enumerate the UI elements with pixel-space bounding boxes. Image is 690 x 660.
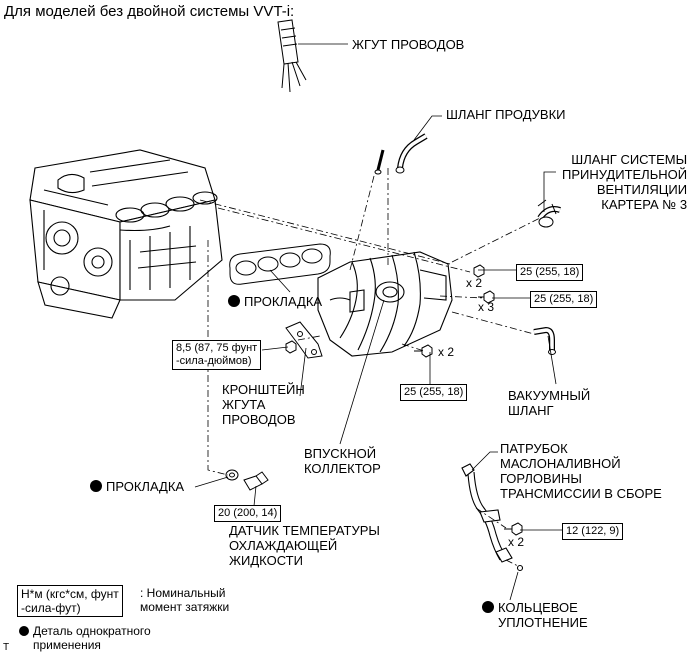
legend-torque-unit-desc: : Номинальный момент затяжки bbox=[140, 586, 230, 614]
label-coolant-sensor: ДАТЧИК ТЕМПЕРАТУРЫ ОХЛАЖДАЮЩЕЙ ЖИДКОСТИ bbox=[229, 523, 380, 568]
torque-box-4: 25 (255, 18) bbox=[400, 384, 468, 401]
torque-box-6: 12 (122, 9) bbox=[562, 523, 624, 540]
leader-lines bbox=[194, 43, 562, 601]
purge-hose-illustration bbox=[374, 133, 428, 175]
multiplier-1: x 2 bbox=[466, 276, 483, 290]
label-bracket: КРОНШТЕЙН ЖГУТА ПРОВОДОВ bbox=[222, 382, 305, 427]
vacuum-hose-illustration bbox=[533, 326, 556, 355]
torque-box-1: 25 (255, 18) bbox=[516, 264, 584, 281]
label-oil-filler-tube: ПАТРУБОК МАСЛОНАЛИВНОЙ ГОРЛОВИНЫ ТРАНСМИ… bbox=[500, 441, 662, 501]
torque-box-2: 25 (255, 18) bbox=[530, 291, 598, 308]
bracket-illustration bbox=[285, 321, 323, 359]
pcv-hose-illustration bbox=[537, 199, 561, 228]
header-title: Для моделей без двойной системы VVT-i: bbox=[4, 3, 295, 20]
single-use-marker-icon bbox=[228, 295, 240, 307]
single-use-marker-icon bbox=[90, 480, 102, 492]
torque-box-5: 20 (200, 14) bbox=[214, 505, 282, 522]
label-intake-manifold: ВПУСКНОЙ КОЛЛЕКТОР bbox=[304, 446, 381, 476]
legend-single-use: Деталь однократного применения bbox=[19, 624, 151, 652]
legend-torque-unit-box: Н*м (кгс*см, фунт -сила-фут) bbox=[17, 585, 123, 617]
label-vacuum-hose: ВАКУУМНЫЙ ШЛАНГ bbox=[508, 388, 591, 418]
torque-box-3: 8,5 (87, 75 фунт -сила-дюймов) bbox=[172, 340, 262, 370]
label-gasket-lower: ПРОКЛАДКА bbox=[90, 479, 184, 494]
label-gasket-upper: ПРОКЛАДКА bbox=[228, 294, 322, 309]
gasket-illustration bbox=[229, 243, 331, 285]
label-wire-harness: ЖГУТ ПРОВОДОВ bbox=[352, 37, 465, 52]
engine-block-illustration bbox=[29, 149, 223, 319]
multiplier-3: x 2 bbox=[438, 345, 455, 359]
wire-harness-illustration bbox=[277, 19, 307, 93]
oil-filler-tube-illustration bbox=[461, 463, 524, 572]
label-pcv-hose: ШЛАНГ СИСТЕМЫ ПРИНУДИТЕЛЬНОЙ ВЕНТИЛЯЦИИ … bbox=[562, 152, 688, 212]
label-purge-hose: ШЛАНГ ПРОДУВКИ bbox=[446, 107, 566, 122]
alignment-lines bbox=[199, 168, 541, 567]
label-o-ring: КОЛЬЦЕВОЕ УПЛОТНЕНИЕ bbox=[482, 600, 588, 630]
sensor-illustration bbox=[225, 469, 269, 491]
single-use-marker-icon bbox=[482, 601, 494, 613]
multiplier-4: x 2 bbox=[508, 535, 525, 549]
multiplier-2: x 3 bbox=[478, 300, 495, 314]
single-use-marker-icon bbox=[19, 626, 29, 636]
bolt-illustrations bbox=[285, 264, 523, 536]
corner-mark: T bbox=[3, 642, 10, 653]
intake-manifold-illustration bbox=[317, 251, 453, 357]
